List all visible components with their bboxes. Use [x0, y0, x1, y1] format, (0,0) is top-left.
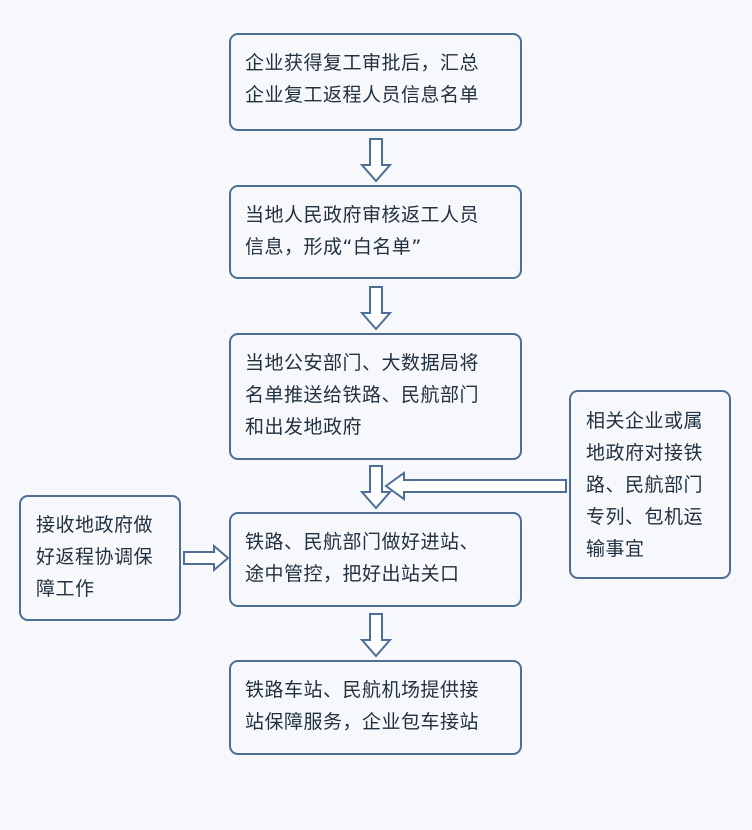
left-note-line-3: 障工作	[36, 578, 95, 600]
right-note: 相关企业或属 地政府对接铁 路、民航部门 专列、包机运 输事宜	[569, 390, 731, 579]
flow-step-5-line-2: 站保障服务，企业包车接站	[245, 711, 480, 733]
flow-step-5-line-1: 铁路车站、民航机场提供接	[245, 679, 480, 701]
arrow-right-note-to-flow	[384, 471, 567, 501]
flow-step-4-line-1: 铁路、民航部门做好进站、	[245, 531, 480, 553]
flow-step-3: 当地公安部门、大数据局将 名单推送给铁路、民航部门 和出发地政府	[229, 333, 522, 460]
flow-step-2: 当地人民政府审核返工人员 信息，形成“白名单”	[229, 185, 522, 279]
flow-step-3-line-1: 当地公安部门、大数据局将	[245, 352, 480, 374]
arrow-step3-to-step4	[359, 465, 393, 510]
arrow-step4-to-step5	[359, 613, 393, 658]
left-note: 接收地政府做 好返程协调保 障工作	[19, 495, 181, 621]
left-note-line-2: 好返程协调保	[36, 546, 154, 568]
right-note-line-2: 地政府对接铁	[586, 442, 704, 464]
flow-step-1-line-2: 企业复工返程人员信息名单	[245, 84, 480, 106]
right-note-line-5: 输事宜	[586, 538, 645, 560]
flow-step-1: 企业获得复工审批后，汇总 企业复工返程人员信息名单	[229, 33, 522, 131]
right-note-line-1: 相关企业或属	[586, 410, 704, 432]
flow-step-4-line-2: 途中管控，把好出站关口	[245, 563, 460, 585]
flow-step-1-line-1: 企业获得复工审批后，汇总	[245, 52, 480, 74]
arrow-step2-to-step3	[359, 286, 393, 331]
flow-step-4: 铁路、民航部门做好进站、 途中管控，把好出站关口	[229, 512, 522, 607]
flow-step-3-line-3: 和出发地政府	[245, 416, 363, 438]
flow-step-2-line-2: 信息，形成“白名单”	[245, 236, 422, 258]
right-note-line-3: 路、民航部门	[586, 474, 704, 496]
arrow-left-note-to-step4	[183, 543, 230, 573]
flow-step-2-line-1: 当地人民政府审核返工人员	[245, 204, 480, 226]
flow-step-5: 铁路车站、民航机场提供接 站保障服务，企业包车接站	[229, 660, 522, 755]
flow-step-3-line-2: 名单推送给铁路、民航部门	[245, 384, 480, 406]
right-note-line-4: 专列、包机运	[586, 506, 704, 528]
arrow-step1-to-step2	[359, 138, 393, 183]
left-note-line-1: 接收地政府做	[36, 514, 154, 536]
